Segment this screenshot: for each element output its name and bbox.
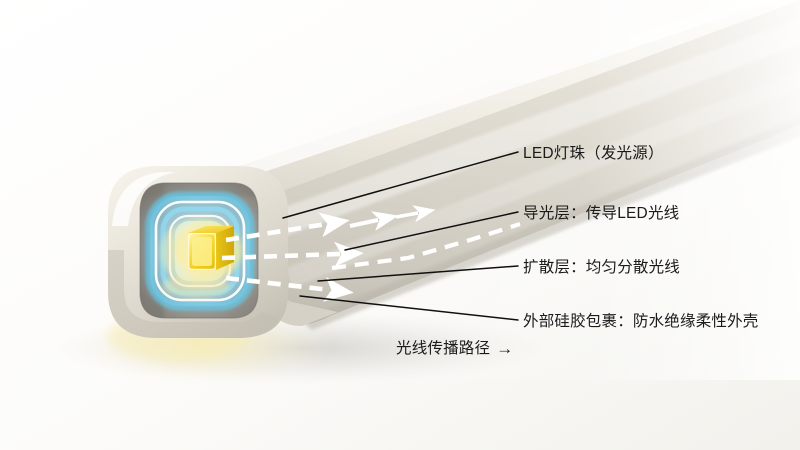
- leader-led-chip: [282, 151, 519, 219]
- legend-arrow-icon: →: [496, 339, 514, 358]
- legend-light-path-label: 光线传播路径: [396, 340, 491, 357]
- ray-arrow-upper: [225, 212, 350, 243]
- annotation-silicone-shell: 外部硅胶包裹：防水绝缘柔性外壳: [523, 313, 759, 330]
- light-ray-arrows: [221, 205, 521, 302]
- silicone-cut-face: [108, 166, 288, 338]
- ray-arrow-axial: [331, 221, 521, 271]
- annotation-diffusion: 扩散层：均匀分散光线: [523, 259, 681, 276]
- annotation-led-chip: LED灯珠（发光源）: [523, 145, 664, 162]
- legend-light-path: 光线传播路径 →: [396, 336, 513, 359]
- ray-arrow-far-2: [395, 205, 436, 223]
- ray-arrow-lower: [225, 275, 354, 302]
- ray-arrow-far-1: [349, 211, 399, 231]
- leader-light-guide: [344, 211, 519, 251]
- leader-silicone-shell: [299, 295, 519, 321]
- leader-lines: [282, 151, 519, 321]
- silicone-strip-body: [152, 0, 800, 380]
- leader-diffusion: [317, 265, 519, 282]
- annotation-light-guide: 导光层：传导LED光线: [523, 205, 680, 222]
- led-chip: [174, 222, 242, 278]
